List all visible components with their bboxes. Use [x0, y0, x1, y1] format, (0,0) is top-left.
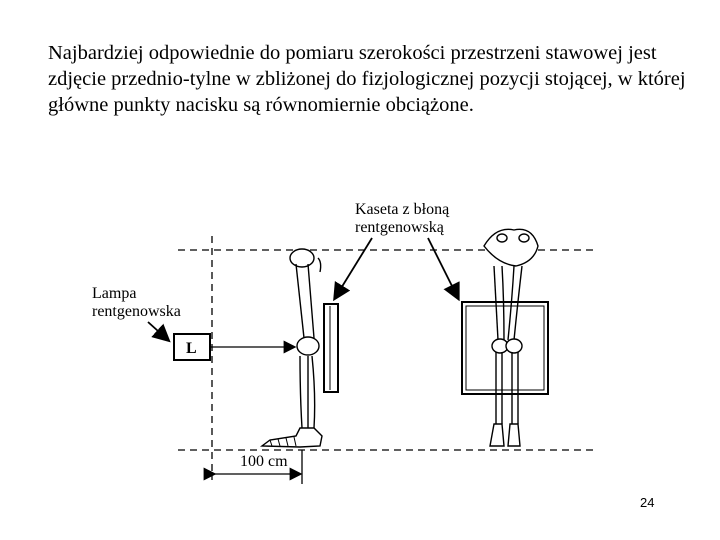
distance-label: 100 cm [240, 453, 288, 470]
skeleton-front-view [483, 228, 539, 447]
lamp-box-letter: L [186, 340, 197, 357]
film-cassette-side [323, 303, 339, 393]
lamp-label-line1: Lampa [92, 285, 136, 302]
lamp-label-line2: rentgenowska [92, 303, 181, 320]
intro-paragraph: Najbardziej odpowiednie do pomiaru szero… [48, 42, 686, 116]
film-cassette-front-inner [465, 305, 545, 391]
cassette-pointer-right [427, 237, 460, 302]
page-number: 24 [640, 495, 655, 510]
cassette-pointer-left [333, 237, 373, 302]
lamp-pointer-arrow [147, 321, 171, 343]
leg-skeleton-side-view [259, 248, 323, 448]
cassette-label-line1: Kaseta z błoną [355, 201, 450, 218]
cassette-label-line2: rentgenowską [355, 219, 445, 236]
